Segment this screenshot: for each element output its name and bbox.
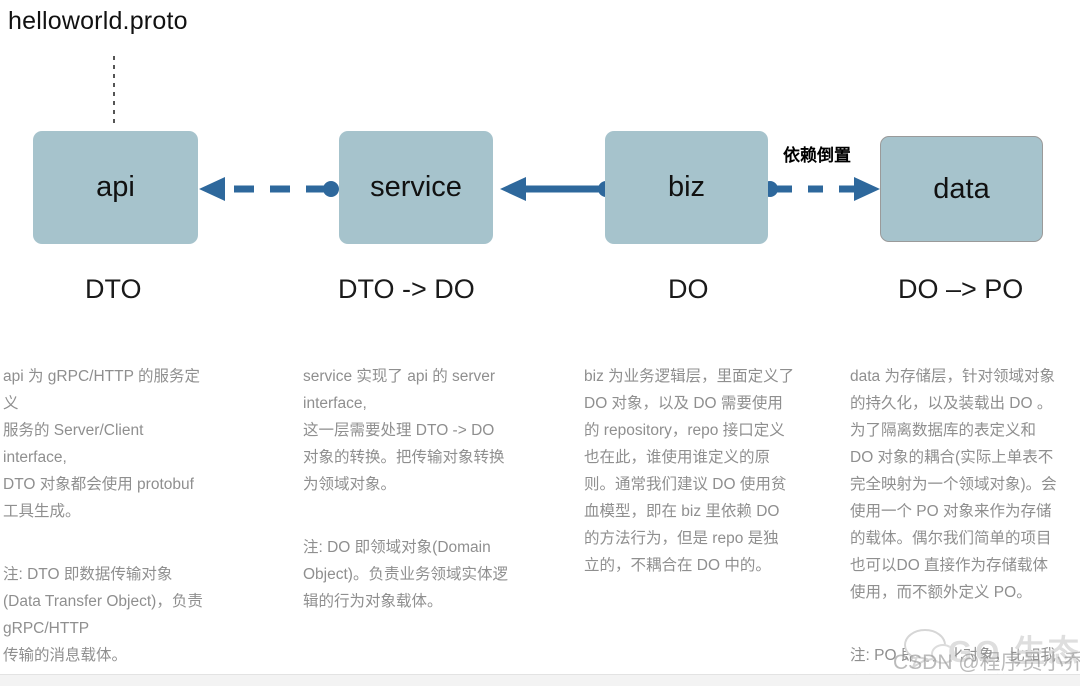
description-column-api: api 为 gRPC/HTTP 的服务定 义 服务的 Server/Client… <box>3 336 248 686</box>
layer-box-service-label: service <box>370 171 462 203</box>
layer-box-data-label: data <box>933 172 990 205</box>
arrow-biz-to-data <box>762 177 880 201</box>
service-description: service 实现了 api 的 server interface, 这一层需… <box>303 368 505 493</box>
description-column-service: service 实现了 api 的 server interface, 这一层需… <box>303 336 521 642</box>
data-description: data 为存储层，针对领域对象 的持久化，以及装载出 DO 。 为了隔离数据库… <box>850 368 1057 601</box>
object-label-do: DO <box>668 274 709 304</box>
layer-box-api-label: api <box>96 171 135 203</box>
arrow-service-to-api <box>199 177 339 201</box>
api-description: api 为 gRPC/HTTP 的服务定 义 服务的 Server/Client… <box>3 368 200 520</box>
watermark-faint-text: GO 生态 <box>948 634 1080 669</box>
biz-description: biz 为业务逻辑层，里面定义了 DO 对象，以及 DO 需要使用 的 repo… <box>584 368 795 574</box>
layer-box-service: service <box>339 131 493 244</box>
object-label-dto-to-do: DTO -> DO <box>338 274 475 304</box>
layer-box-data: data <box>880 136 1043 242</box>
object-label-do-to-po: DO –> PO <box>898 274 1024 304</box>
api-note: 注: DTO 即数据传输对象 (Data Transfer Object)，负责… <box>3 566 203 664</box>
object-label-dto: DTO <box>85 274 142 304</box>
bottom-divider-bar <box>0 674 1080 686</box>
watermark: GO 生态 CSDN @程序员小乔 <box>893 620 1080 680</box>
layer-box-biz: biz <box>605 131 768 244</box>
proto-file-title: helloworld.proto <box>8 7 188 35</box>
layer-box-biz-label: biz <box>667 171 706 203</box>
description-column-biz: biz 为业务逻辑层，里面定义了 DO 对象，以及 DO 需要使用 的 repo… <box>584 336 802 633</box>
service-note: 注: DO 即领域对象(Domain Object)。负责业务领域实体逻 辑的行… <box>303 539 508 610</box>
description-column-data: data 为存储层，针对领域对象 的持久化，以及装载出 DO 。 为了隔离数据库… <box>850 336 1065 686</box>
arrow-biz-to-service <box>500 177 614 201</box>
watermark-credit-text: CSDN @程序员小乔 <box>893 651 1080 674</box>
dependency-inversion-label: 依赖倒置 <box>783 146 851 165</box>
layer-box-api: api <box>33 131 198 244</box>
chat-bubble-icon <box>904 629 955 668</box>
